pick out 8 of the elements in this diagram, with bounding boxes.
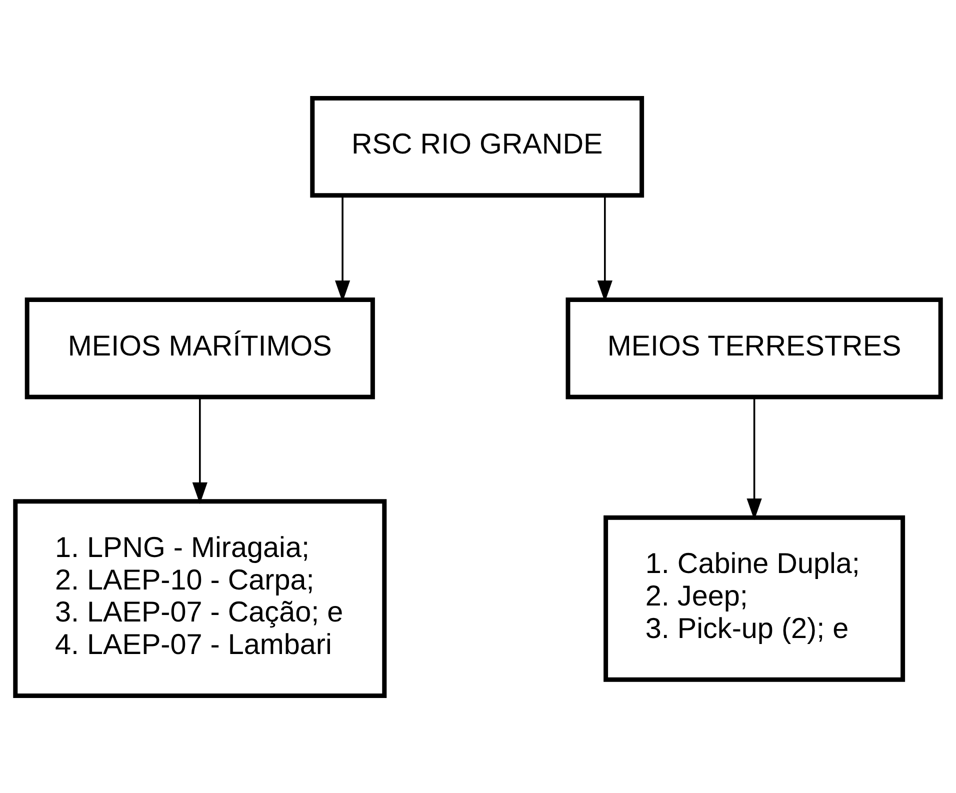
node-box: MEIOS MARÍTIMOS	[24, 297, 375, 399]
arrow	[746, 396, 762, 520]
node-box: MEIOS TERRESTRES	[566, 297, 943, 399]
arrow	[192, 396, 208, 504]
node-box: 1. Cabine Dupla; 2. Jeep; 3. Pick-up (2); e	[604, 514, 906, 682]
arrow	[334, 195, 350, 302]
node-box: RSC RIO GRANDE	[310, 95, 644, 198]
node-box: 1. LPNG - Miragaia; 2. LAEP-10 - Carpa; 3. LAEP-07 - Cação; e 4. LAEP-07 - Lambari	[13, 498, 387, 698]
